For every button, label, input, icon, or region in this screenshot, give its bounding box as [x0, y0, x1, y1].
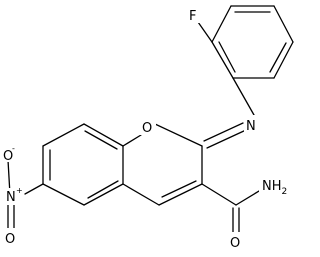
bond-phenyl-2 [273, 5, 294, 43]
nitro-nitrogen-label-mask [3, 188, 23, 205]
bond-c8a-ring-oxygen [122, 134, 142, 147]
ring-oxygen-label-mask [140, 117, 156, 135]
nitro-nitrogen-charge: + [16, 186, 23, 195]
bond-aryl-nitro [24, 183, 44, 195]
nitro-oxygen-single-label-mask [1, 146, 19, 162]
imine-nitrogen-label-mask [244, 115, 260, 133]
bond-fluorine [197, 21, 213, 43]
nitro-oxygen-single-label: O [3, 149, 13, 164]
bond-phenyl-inner-2 [269, 42, 287, 73]
bond-phenyl-5 [211, 41, 234, 79]
bond-c3-c4-inner [161, 180, 197, 198]
amide-hydrogen-count: 2 [282, 187, 288, 197]
atom-label-layer: F O N NH2 O N + O - O [1, 6, 293, 251]
imine-nitrogen-label: N [246, 119, 256, 134]
nitro-oxygen-double-label: O [5, 232, 15, 247]
bond-c5-c4a [83, 183, 124, 206]
amide-nitrogen-label: NH2 [262, 179, 287, 197]
bond-phenyl-inner-3 [218, 41, 236, 73]
carbonyl-oxygen-label-mask [228, 232, 244, 250]
bond-imine-double-a [203, 122, 244, 142]
bond-ring-oxygen-c2 [154, 123, 203, 147]
nitro-oxygen-single-charge: - [12, 144, 15, 153]
bond-c3-carbonyl [201, 183, 237, 206]
bond-c8a-c8 [83, 123, 124, 147]
bond-c5-c4a-inner [87, 180, 119, 199]
molecular-structure: F O N NH2 O N + O - O [1, 5, 294, 251]
bond-c6-c5 [42, 183, 85, 206]
nitro-oxygen-double-label-mask [3, 228, 19, 246]
bond-phenyl-6 [211, 5, 232, 43]
nitro-nitrogen-label: N [6, 190, 16, 205]
bond-phenyl-3 [273, 41, 294, 79]
bond-imine-double-b [206, 129, 247, 149]
carbonyl-oxygen-label: O [230, 236, 240, 251]
ring-oxygen-label: O [142, 121, 152, 136]
bond-c8a-c8-inner [84, 130, 118, 150]
amide-nitrogen-label-mask [259, 176, 293, 194]
bond-c4-c4a [122, 183, 160, 206]
amide-nitrogen-text: NH [262, 179, 282, 194]
fluorine-label-mask [188, 6, 201, 23]
fluorine-label: F [189, 9, 196, 24]
bond-c3-c4 [158, 183, 203, 206]
bond-aryl-imine [232, 77, 255, 116]
bond-c8-c7 [42, 123, 85, 147]
bond-layer [7, 5, 294, 234]
